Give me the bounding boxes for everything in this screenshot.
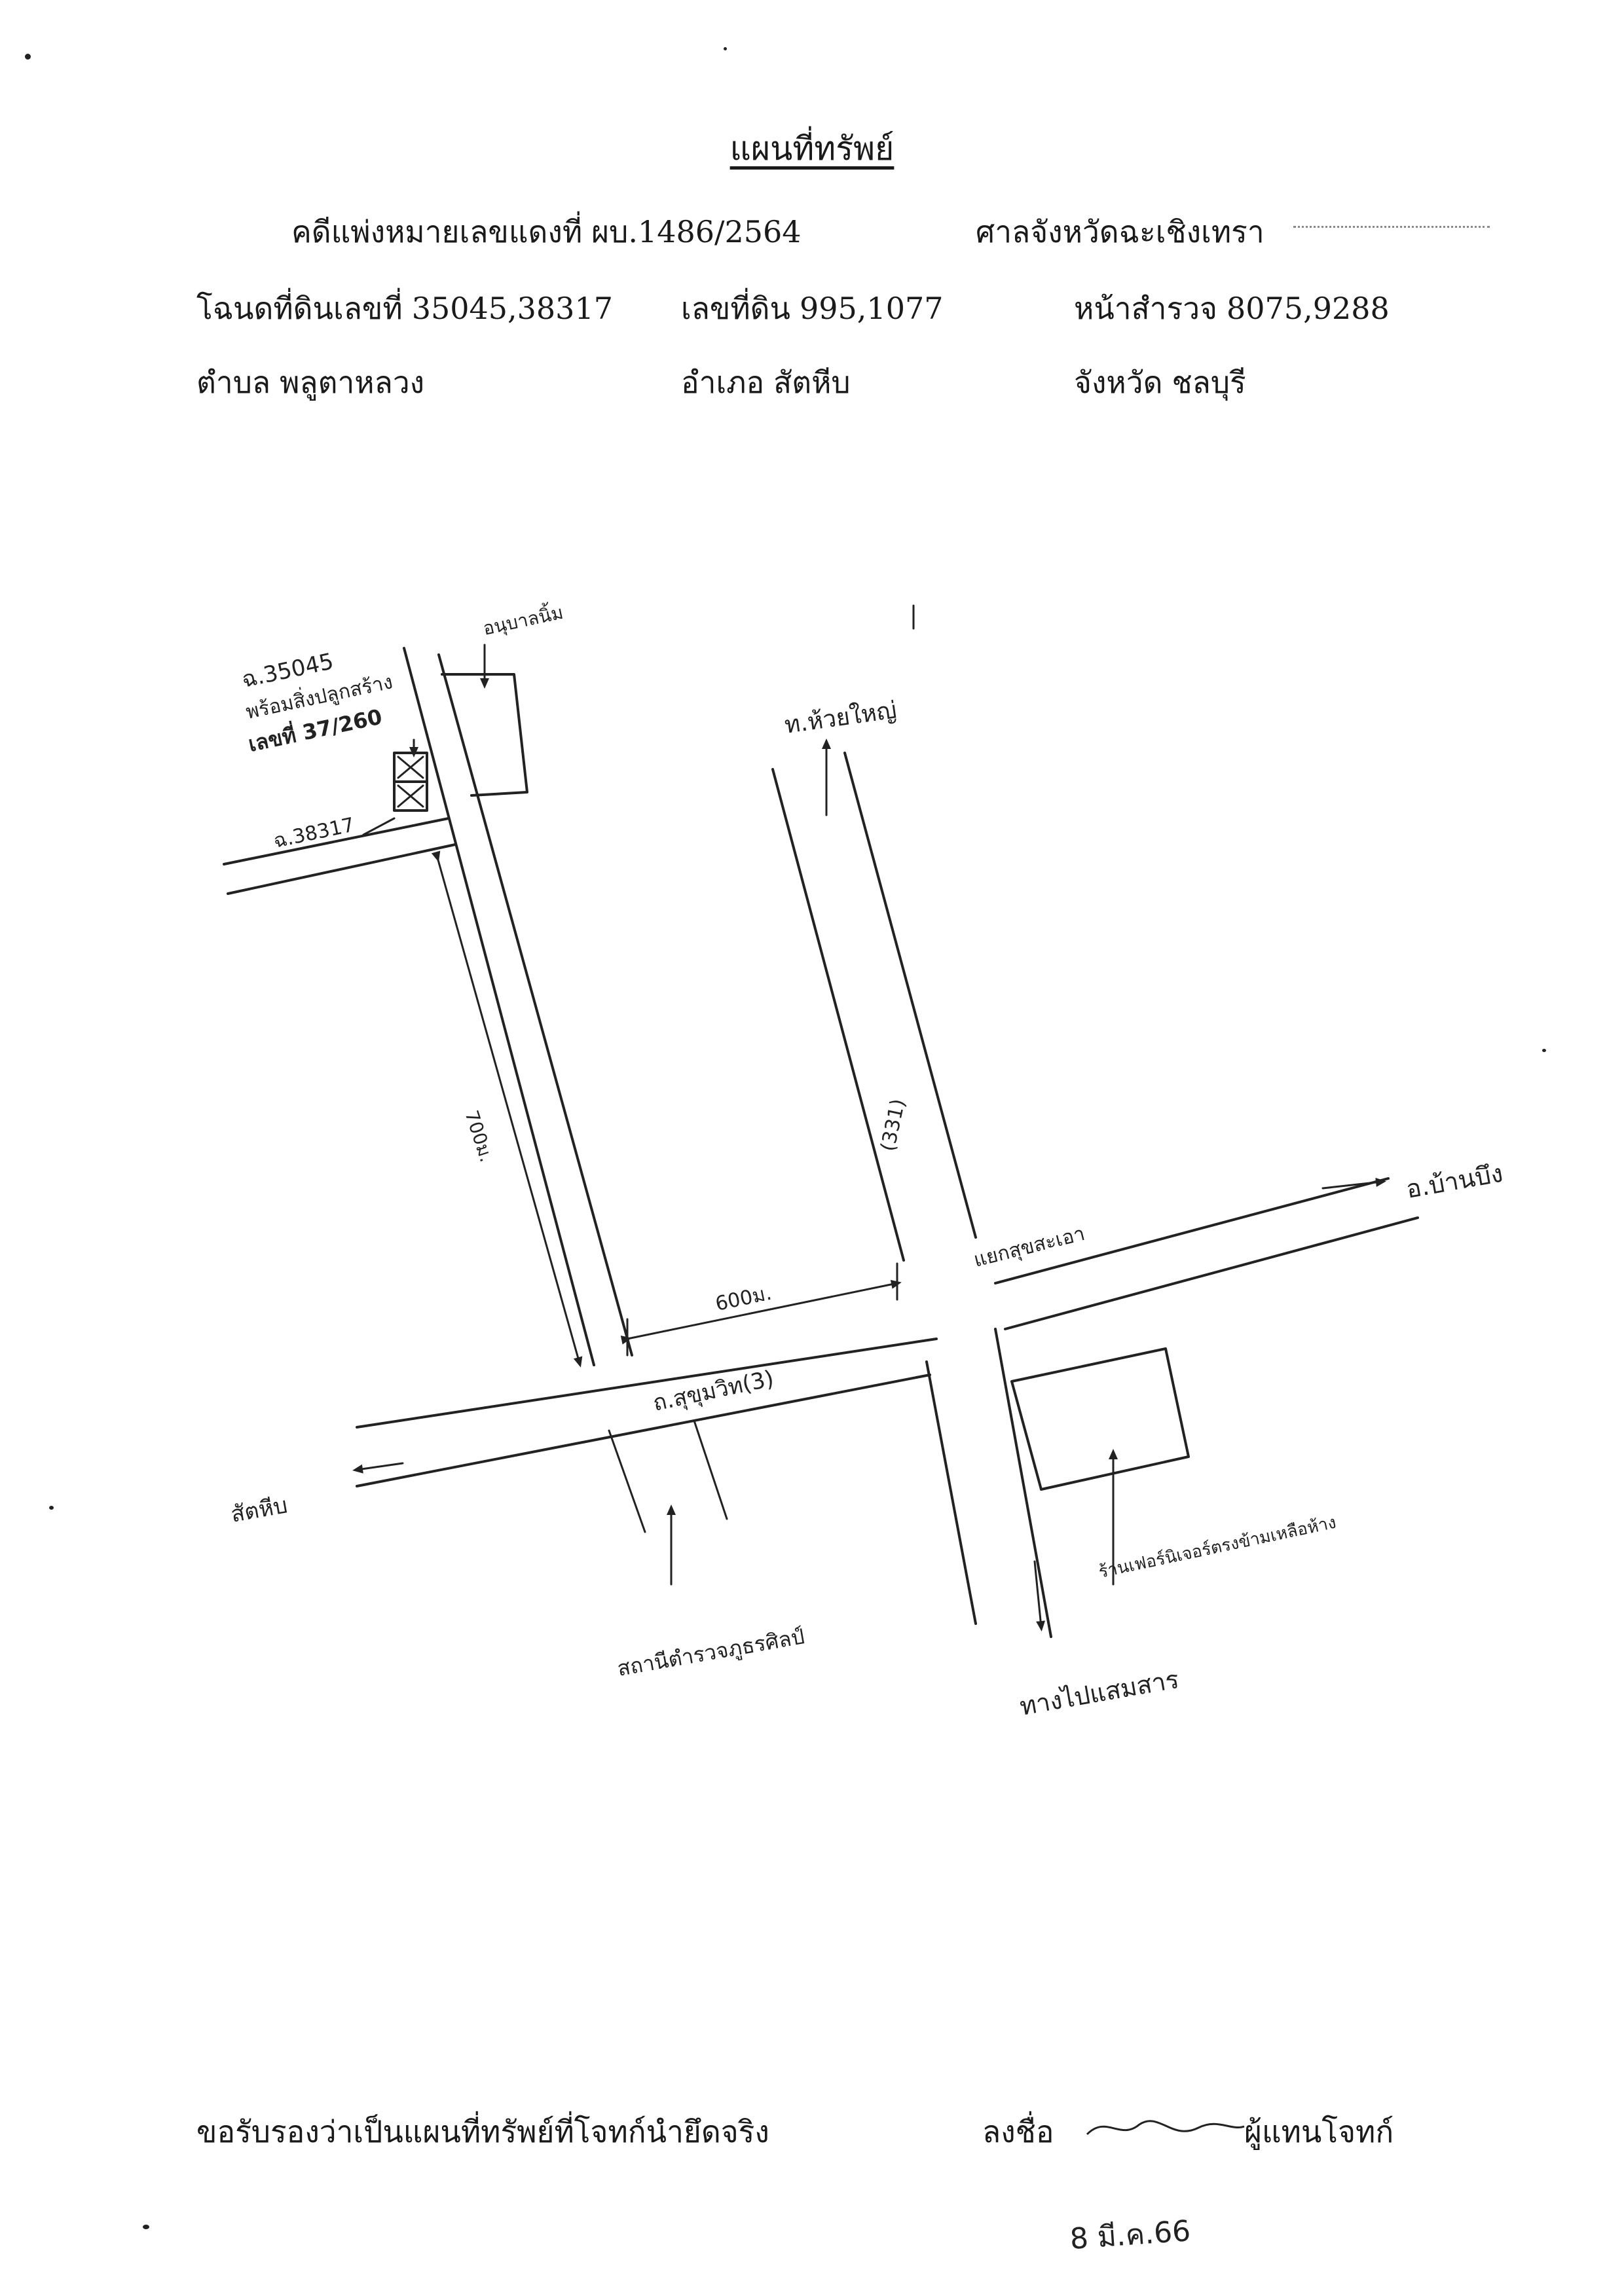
map-distance-700: 700ม. — [460, 1108, 497, 1165]
police-lane-east — [693, 1419, 728, 1520]
west-road-top — [223, 817, 450, 866]
survey-numbers: 8075,9288 — [1227, 291, 1390, 326]
case-label: คดีแพ่งหมายเลขแดงที่ — [291, 214, 583, 249]
distance-700-line — [431, 850, 583, 1368]
soi-left-edge — [403, 647, 595, 1366]
south-road-east-edge — [994, 1328, 1052, 1638]
map-hospital: ทางไปแสมสาร — [1018, 1665, 1181, 1721]
sattahip-arrow — [352, 1462, 404, 1474]
police-lane-west — [608, 1429, 646, 1533]
signature-mark — [1086, 2120, 1245, 2136]
map-to-sattahip: สัตหีบ — [229, 1492, 289, 1527]
sukhumvit-north-edge-east — [994, 1177, 1390, 1285]
province-label: จังหวัด — [1074, 365, 1163, 400]
map-to-ban-bueng: อ.บ้านบึง — [1404, 1159, 1505, 1204]
property-plot-38317 — [393, 780, 428, 812]
sukhumvit-south-edge-west — [356, 1374, 931, 1487]
sukhumvit-south-edge-east — [1004, 1216, 1419, 1330]
survey-line: หน้าสำรวจ 8075,9288 — [1074, 285, 1390, 333]
certification-text: ขอรับรองว่าเป็นแผนที่ทรัพย์ที่โจทก์นำยึด… — [196, 2114, 769, 2149]
court-name: ศาลจังหวัดฉะเชิงเทรา — [976, 214, 1264, 249]
survey-label: หน้าสำรวจ — [1074, 291, 1217, 326]
distance-600-line — [620, 1279, 902, 1345]
road-331-east-north — [843, 752, 977, 1239]
deed-38317-leader — [362, 817, 396, 836]
soi-right-edge — [437, 653, 633, 1357]
district-label: อำเภอ — [681, 365, 765, 400]
scan-speck — [724, 47, 727, 50]
map-police-station: สถานีตำรวจภูธรศิลป์ — [616, 1624, 807, 1682]
map-to-huai-yai: ท.ห้วยใหญ่ — [783, 696, 898, 739]
sign-date: 8 มี.ค.66 — [1069, 2214, 1191, 2256]
property-cross-marks — [397, 756, 424, 808]
west-road-bottom — [227, 843, 456, 895]
province-line: จังหวัด ชลบุรี — [1074, 359, 1246, 407]
district-value: สัตหีบ — [773, 365, 851, 400]
land-line: เลขที่ดิน 995,1077 — [681, 285, 944, 333]
scan-speck — [25, 54, 31, 60]
subdistrict-value: พลูตาหลวง — [280, 365, 425, 400]
subdistrict-line: ตำบล พลูตาหลวง — [196, 359, 424, 407]
case-line: คดีแพ่งหมายเลขแดงที่ผบ.1486/2564 — [291, 208, 802, 256]
deed-numbers: 35045,38317 — [411, 291, 613, 326]
scan-speck — [143, 2225, 149, 2229]
shop-building — [1010, 1347, 1190, 1491]
map-road-331: (331) — [877, 1097, 910, 1153]
case-number: ผบ.1486/2564 — [591, 214, 802, 249]
sukhumvit-north-edge — [356, 1338, 938, 1429]
signer-role: ผู้แทนโจทก์ — [1244, 2114, 1394, 2149]
neighbor-plot — [441, 673, 528, 797]
map-royal-shop: ร้านเฟอร์นิเจอร์ตรงข้ามเหลือห้าง — [1097, 1513, 1338, 1582]
province-value: ชลบุรี — [1172, 365, 1246, 400]
dotted-line — [1293, 226, 1490, 228]
subdistrict-label: ตำบล — [196, 365, 271, 400]
page-title: แผนที่ทรัพย์ — [729, 130, 895, 168]
land-numbers: 995,1077 — [800, 291, 944, 326]
district-line: อำเภอสัตหีบ — [681, 359, 851, 407]
road-331-west-north — [771, 768, 905, 1262]
land-label: เลขที่ดิน — [681, 291, 790, 326]
south-road-west-edge — [925, 1360, 977, 1625]
sign-label: ลงชื่อ — [982, 2114, 1054, 2149]
deed-label: โฉนดที่ดินเลขที่ — [196, 291, 403, 326]
ban-bueng-arrow — [1321, 1178, 1386, 1190]
map-top-landmark: อนุบาลนิ้ม — [481, 599, 565, 640]
map-intersection: แยกสุขสะเอา — [971, 1222, 1087, 1273]
scan-speck — [49, 1506, 54, 1510]
south-road-arrow — [1033, 1560, 1046, 1631]
deed-line: โฉนดที่ดินเลขที่35045,38317 — [196, 285, 613, 333]
scan-speck — [1542, 1049, 1546, 1052]
